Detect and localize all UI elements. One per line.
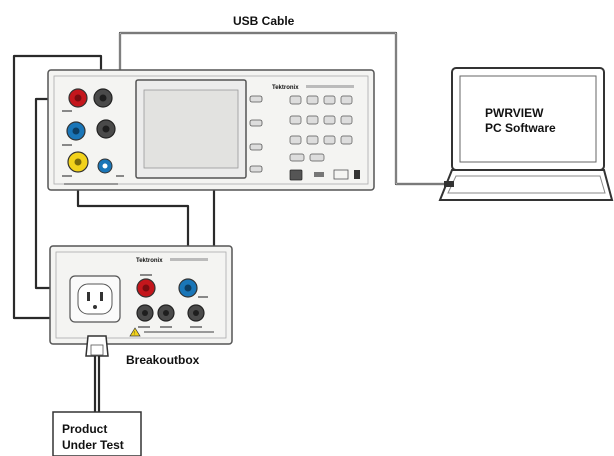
laptop: PWRVIEW PC Software [438, 67, 614, 201]
meter-key[interactable] [323, 95, 336, 105]
power-plug-icon [85, 335, 109, 412]
software-title: PWRVIEW [485, 106, 544, 120]
meter-key[interactable] [289, 153, 305, 162]
meter-key[interactable] [323, 115, 336, 125]
meter-key[interactable] [340, 135, 353, 145]
meter-keypad [289, 95, 360, 181]
meter-key[interactable] [340, 115, 353, 125]
product-under-test: Product Under Test [52, 411, 142, 456]
svg-text:!: ! [134, 331, 135, 337]
usb-port-icon [444, 181, 454, 187]
meter-softkey-3[interactable] [249, 143, 263, 151]
power-meter: Tektronix [47, 69, 375, 191]
meter-softkey-1[interactable] [249, 95, 263, 103]
meter-key[interactable] [306, 135, 319, 145]
product-label-line1: Product [62, 422, 107, 436]
meter-key[interactable] [306, 95, 319, 105]
meter-power-button[interactable] [289, 169, 303, 181]
meter-brand: Tektronix [272, 85, 299, 91]
meter-terminal-panel [62, 88, 124, 185]
product-box [52, 411, 142, 456]
meter-key[interactable] [323, 135, 336, 145]
breakout-label: Breakoutbox [126, 353, 200, 367]
ac-outlet-icon [69, 275, 121, 323]
meter-softkey-2[interactable] [249, 119, 263, 127]
meter-key[interactable] [289, 135, 302, 145]
meter-softkey-4[interactable] [249, 165, 263, 173]
breakout-brand: Tektronix [136, 258, 163, 264]
meter-key[interactable] [289, 95, 302, 105]
meter-key[interactable] [289, 115, 302, 125]
software-subtitle: PC Software [485, 121, 556, 135]
meter-key[interactable] [340, 95, 353, 105]
breakout-box: Tektronix ! [49, 245, 233, 345]
laptop-keyboard-base [438, 169, 614, 201]
usb-cable-label: USB Cable [233, 14, 295, 28]
usb-port-icon [314, 172, 324, 177]
product-label-line2: Under Test [62, 438, 124, 452]
meter-key[interactable] [309, 153, 325, 162]
warning-icon: ! [129, 327, 141, 337]
meter-key[interactable] [306, 115, 319, 125]
